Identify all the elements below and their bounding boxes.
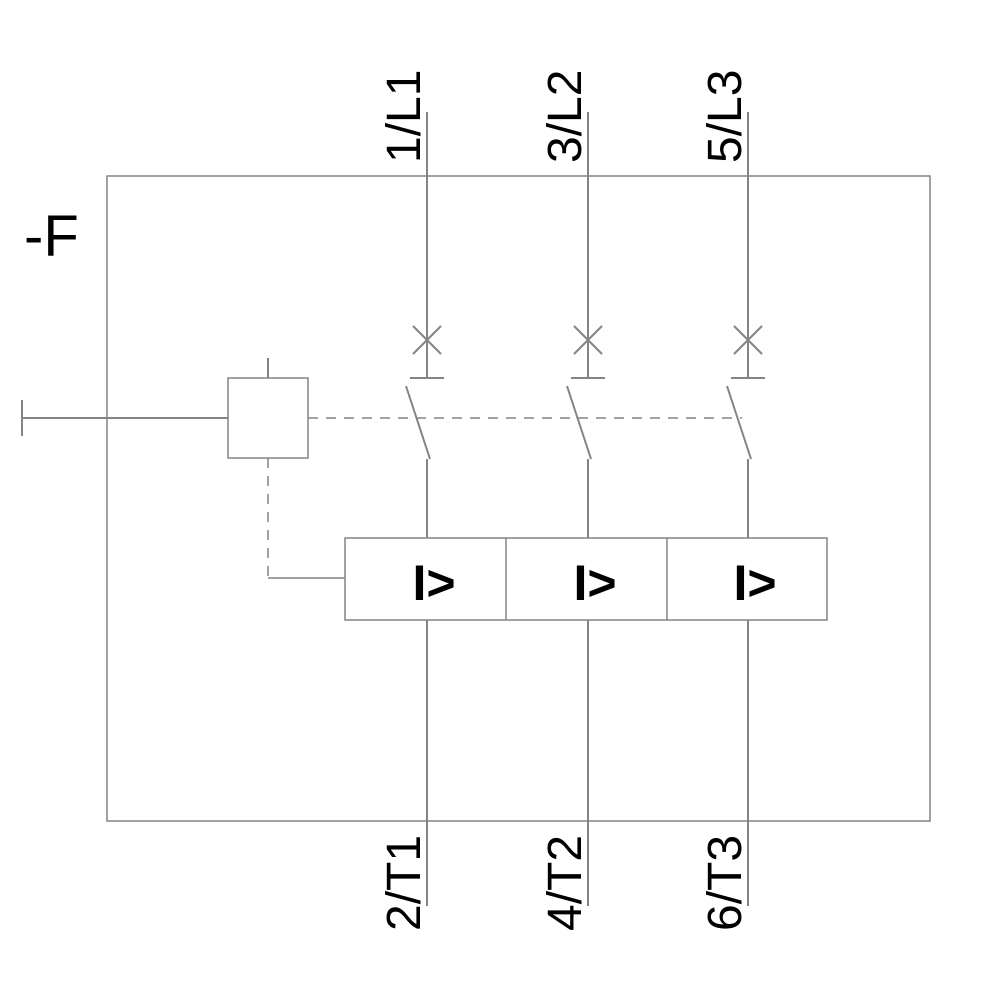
schematic-labels: -F 1/L1 3/L2 5/L3 2/T1 4/T2 6/T3 I> I> I… bbox=[24, 70, 777, 931]
device-label: -F bbox=[24, 204, 79, 269]
contact-blade-1 bbox=[405, 385, 431, 460]
terminal-label-top-3: 5/L3 bbox=[699, 70, 752, 163]
contact-blade-3 bbox=[726, 385, 752, 460]
overload-symbol-3: I> bbox=[733, 555, 776, 611]
schematic-lines bbox=[21, 112, 931, 906]
device-outline bbox=[106, 175, 931, 822]
breaker-function-cross-3 bbox=[733, 325, 763, 355]
breaker-function-cross-2 bbox=[573, 325, 603, 355]
contact-blade-2 bbox=[566, 385, 592, 460]
overload-symbol-2: I> bbox=[573, 555, 616, 611]
terminal-label-bottom-3: 6/T3 bbox=[699, 835, 752, 931]
terminal-label-bottom-2: 4/T2 bbox=[539, 835, 592, 931]
overload-block bbox=[344, 537, 828, 621]
terminal-label-top-1: 1/L1 bbox=[378, 70, 431, 163]
terminal-label-top-2: 3/L2 bbox=[539, 70, 592, 163]
breaker-function-cross-1 bbox=[412, 325, 442, 355]
terminal-label-bottom-1: 2/T1 bbox=[378, 835, 431, 931]
overload-symbol-1: I> bbox=[412, 555, 455, 611]
